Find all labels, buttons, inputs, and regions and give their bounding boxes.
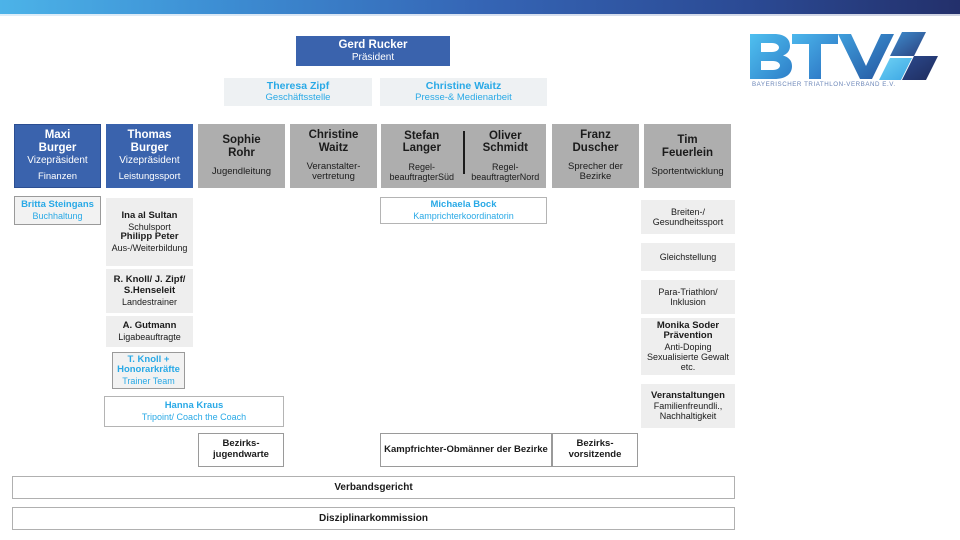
staff-role: Presse-& Medienarbeit [415, 91, 512, 103]
dev-box-veranstaltungen[interactable]: Veranstaltungen Familienfreundli., Nachh… [641, 384, 735, 428]
finance-box-buchhaltung[interactable]: Britta Steingans Buchhaltung [14, 196, 101, 225]
sport-box-ligabeauftragte[interactable]: A. Gutmann Ligabeauftragte [106, 316, 193, 347]
board-box-maxi-burger[interactable]: Maxi Burger Vizepräsident Finanzen [14, 124, 101, 188]
sport-box-schulsport-ausbildung[interactable]: Ina al Sultan Schulsport Philipp Peter A… [106, 198, 193, 266]
bottom-box-bezirksjugendwarte[interactable]: Bezirks-jugendwarte [198, 433, 284, 467]
staff-name: Christine Waitz [425, 79, 502, 92]
dev-role: Familienfreundli., Nachhaltigkeit [653, 401, 723, 422]
board-role2: Leistungssport [118, 171, 181, 183]
dev-box-para-triathlon[interactable]: Para-Triathlon/ Inklusion [641, 280, 735, 314]
coach-name: Hanna Kraus [164, 400, 224, 412]
dev-box-praevention[interactable]: Monika Soder Prävention Anti-Doping Sexu… [641, 318, 735, 375]
dev-role: Breiten-/ Gesundheitssport [652, 206, 724, 227]
referee-role: Kamprichterkoordinatorin [413, 210, 514, 221]
dev-box-gleichstellung[interactable]: Gleichstellung [641, 243, 735, 271]
sport-box-landestrainer[interactable]: R. Knoll/ J. Zipf/ S.Henseleit Landestra… [106, 269, 193, 313]
top-banner-shadow [0, 14, 960, 16]
sport-role: Ligabeauftragte [118, 331, 181, 342]
coach-role: Tripoint/ Coach the Coach [141, 411, 247, 422]
finance-role: Buchhaltung [32, 210, 83, 221]
board-name-line2: Langer [402, 142, 441, 155]
sport-role: Trainer Team [122, 376, 175, 387]
board-half-oliver-schmidt[interactable]: Oliver Schmidt Regel-beauftragterNord [465, 124, 547, 188]
dev-role: Anti-Doping Sexualisierte Gewalt etc. [646, 342, 730, 373]
sport-role: Landestrainer [121, 296, 178, 307]
dev-name: Veranstaltungen [651, 389, 725, 401]
referee-name: Michaela Bock [430, 199, 497, 211]
dev-role: Gleichstellung [659, 251, 717, 262]
board-box-regelbeauftragte[interactable]: Stefan Langer Regel-beauftragterSüd Oliv… [381, 124, 546, 188]
split-divider [462, 131, 465, 174]
dev-name: Monika Soder Prävention [656, 319, 720, 342]
staff-role: Geschäftsstelle [265, 91, 331, 103]
board-box-christine-waitz[interactable]: Christine Waitz Veranstalter-vertretung [290, 124, 377, 188]
board-role: Veranstalter-vertretung [306, 160, 361, 183]
finance-name: Britta Steingans [21, 199, 94, 211]
sport-name: T. Knoll + Honorarkräfte [117, 353, 180, 376]
staff-box-presse[interactable]: Christine Waitz Presse-& Medienarbeit [380, 78, 547, 106]
president-name: Gerd Rucker [338, 38, 408, 51]
board-name-line1: Franz [580, 129, 611, 141]
board-name-line2: Schmidt [482, 142, 528, 155]
board-box-thomas-burger[interactable]: Thomas Burger Vizepräsident Leistungsspo… [106, 124, 193, 188]
board-name-line1: Oliver [488, 129, 522, 142]
board-role: Vizepräsident [27, 154, 88, 166]
president-box[interactable]: Gerd Rucker Präsident [296, 36, 450, 66]
sport-role-2: Aus-/Weiterbildung [111, 242, 188, 253]
board-name-line1: Sophie [222, 134, 261, 147]
sport-name: A. Gutmann [122, 320, 177, 332]
sport-name: R. Knoll/ J. Zipf/ S.Henseleit [113, 274, 186, 296]
footer-bar-verbandsgericht[interactable]: Verbandsgericht [12, 476, 735, 499]
board-name-line1: Maxi [44, 129, 71, 142]
board-box-tim-feuerlein[interactable]: Tim Feuerlein Sportentwicklung [644, 124, 731, 188]
board-role: Vizepräsident [119, 154, 180, 166]
bottom-label: Bezirks-jugendwarte [213, 438, 269, 460]
staff-name: Theresa Zipf [266, 79, 330, 92]
president-role: Präsident [351, 51, 395, 63]
board-role: Sportentwicklung [651, 166, 724, 178]
dev-box-breitensport[interactable]: Breiten-/ Gesundheitssport [641, 200, 735, 234]
board-role: Sprecher der Bezirke [568, 160, 623, 183]
board-half-stefan-langer[interactable]: Stefan Langer Regel-beauftragterSüd [381, 124, 463, 188]
sport-name-1: Ina al Sultan [121, 210, 178, 222]
board-name-line2: Duscher [572, 141, 619, 154]
board-name-line2: Burger [38, 142, 77, 155]
bottom-box-bezirksvorsitzende[interactable]: Bezirks-vorsitzende [552, 433, 638, 467]
board-name-line2: Waitz [318, 141, 349, 154]
dev-role: Para-Triathlon/ Inklusion [658, 286, 718, 307]
bottom-box-kampfrichter-obmaenner[interactable]: Kampfrichter-Obmänner der Bezirke [380, 433, 552, 467]
board-name-line1: Stefan [404, 129, 440, 142]
board-name-line2: Burger [130, 142, 169, 155]
referee-box-kampfrichterkoordinatorin[interactable]: Michaela Bock Kamprichterkoordinatorin [380, 197, 547, 224]
board-name-line1: Christine [308, 129, 359, 141]
top-banner [0, 0, 960, 14]
board-role2: Finanzen [37, 171, 78, 183]
board-name-line1: Thomas [127, 129, 172, 142]
board-box-franz-duscher[interactable]: Franz Duscher Sprecher der Bezirke [552, 124, 639, 188]
board-role: Jugendleitung [211, 166, 272, 178]
board-role: Regel-beauftragterNord [471, 162, 540, 183]
footer-label: Disziplinarkommission [319, 512, 428, 524]
staff-box-geschaeftsstelle[interactable]: Theresa Zipf Geschäftsstelle [224, 78, 372, 106]
board-name-line2: Rohr [228, 147, 255, 160]
btv-logo: BAYERISCHER TRIATHLON-VERBAND E.V. [748, 28, 944, 90]
board-role: Regel-beauftragterSüd [389, 162, 455, 183]
footer-bar-disziplinarkommission[interactable]: Disziplinarkommission [12, 507, 735, 530]
board-name-line1: Tim [677, 134, 698, 147]
footer-label: Verbandsgericht [334, 481, 413, 493]
coach-box-tripoint[interactable]: Hanna Kraus Tripoint/ Coach the Coach [104, 396, 284, 427]
sport-role-1: Schulsport [128, 221, 171, 232]
bottom-label: Kampfrichter-Obmänner der Bezirke [384, 443, 548, 455]
board-name-line2: Feuerlein [661, 147, 714, 160]
bottom-label: Bezirks-vorsitzende [568, 438, 622, 460]
logo-subtitle: BAYERISCHER TRIATHLON-VERBAND E.V. [752, 81, 896, 88]
board-box-sophie-rohr[interactable]: Sophie Rohr Jugendleitung [198, 124, 285, 188]
sport-box-trainer-team[interactable]: T. Knoll + Honorarkräfte Trainer Team [112, 352, 185, 389]
sport-name-2: Philipp Peter [120, 231, 179, 242]
